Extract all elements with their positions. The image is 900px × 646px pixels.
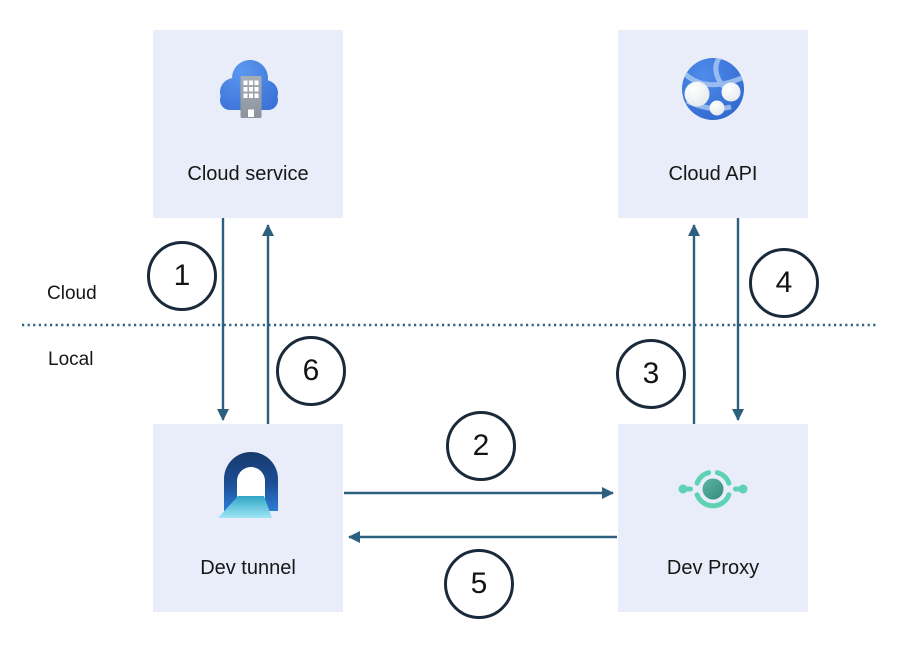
step-circle-4: 4 <box>749 248 819 318</box>
node-label-cloud-service: Cloud service <box>187 163 309 185</box>
region-label-cloud: Cloud <box>47 283 97 304</box>
node-label-dev-tunnel: Dev tunnel <box>200 557 296 579</box>
step-circle-3: 3 <box>616 339 686 409</box>
cloud-api-icon <box>681 57 745 126</box>
step-circle-1: 1 <box>147 241 217 311</box>
region-label-local: Local <box>48 349 94 370</box>
node-cloud-service: Cloud service <box>153 30 343 218</box>
step-number: 6 <box>302 354 320 387</box>
step-number: 3 <box>642 357 660 390</box>
dev-tunnel-icon <box>217 452 279 523</box>
node-label-dev-proxy: Dev Proxy <box>666 557 760 579</box>
node-label-cloud-api: Cloud API <box>668 163 758 185</box>
node-cloud-api: Cloud API <box>618 30 808 218</box>
step-circle-5: 5 <box>444 549 514 619</box>
step-number: 5 <box>470 567 488 600</box>
step-circle-2: 2 <box>446 411 516 481</box>
cloud-service-icon <box>216 56 280 125</box>
step-number: 1 <box>173 259 191 292</box>
step-number: 4 <box>775 266 793 299</box>
dev-proxy-icon <box>678 464 748 519</box>
node-dev-tunnel: Dev tunnel <box>153 424 343 612</box>
step-number: 2 <box>472 429 490 462</box>
node-dev-proxy: Dev Proxy <box>618 424 808 612</box>
step-circle-6: 6 <box>276 336 346 406</box>
